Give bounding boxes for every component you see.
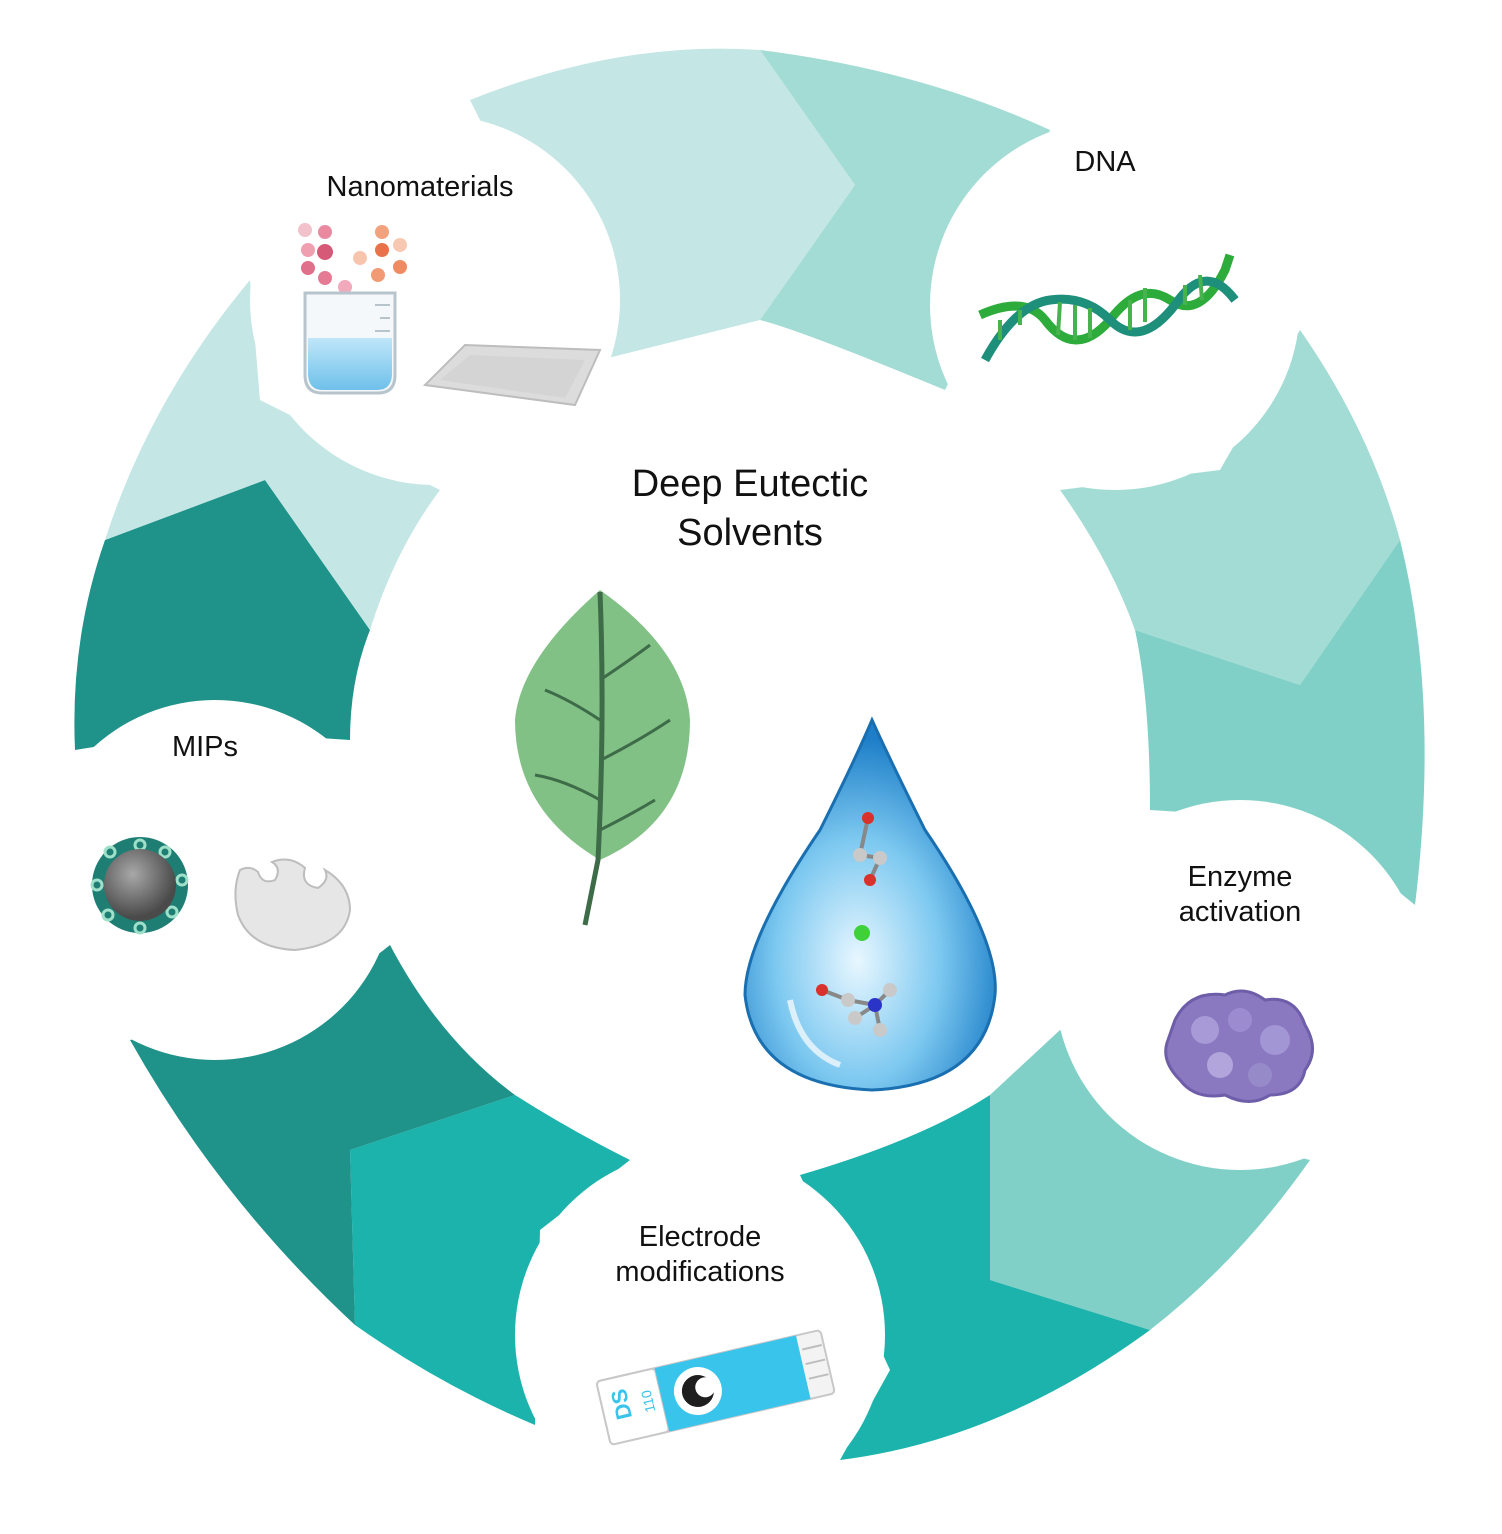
ring-segment-upper-left	[105, 280, 440, 630]
ring-segment-bottom-left	[350, 1095, 630, 1425]
enzyme-protein-icon	[1164, 989, 1314, 1103]
dna-label: DNA	[1074, 146, 1136, 178]
electrode-strip-icon: DS 110	[595, 1329, 836, 1446]
enzyme-circle	[1055, 800, 1425, 1170]
enzyme-label: Enzyme activation	[1140, 860, 1340, 930]
electrode-strip-number: 110	[638, 1388, 659, 1414]
electrode-label: Electrode modifications	[580, 1220, 820, 1290]
ring-segment-right-upper	[1060, 330, 1400, 685]
electrode-circle	[515, 1150, 885, 1520]
ring-segment-left	[74, 480, 370, 750]
center-title-line2: Solvents	[677, 512, 823, 555]
mips-label: MIPs	[171, 731, 239, 763]
ring-segment-bottom-center	[800, 1095, 1150, 1460]
enzyme-label-line2: activation	[1178, 895, 1302, 928]
node-circles	[35, 115, 1425, 1520]
water-drop-icon	[743, 716, 997, 1092]
nanomaterials-label: Nanomaterials	[326, 171, 514, 203]
beaker-icon	[303, 291, 397, 395]
polymer-bead-icon	[90, 837, 189, 935]
electrode-label-line2: modifications	[615, 1255, 785, 1288]
molecule-icon	[816, 812, 897, 1037]
mips-circle	[35, 700, 395, 1060]
center-title: Deep Eutectic Solvents	[580, 460, 920, 559]
ring-segment-bottom-right	[990, 1030, 1310, 1330]
dna-circle	[930, 120, 1300, 490]
ring-segment-right	[1135, 540, 1425, 905]
leaf-icon	[515, 590, 690, 926]
enzyme-label-line1: Enzyme	[1187, 861, 1293, 893]
electrode-label-line1: Electrode	[638, 1221, 762, 1253]
nanosheet-icon	[422, 343, 602, 407]
center-title-line1: Deep Eutectic	[631, 463, 869, 505]
dna-helix-icon	[978, 253, 1239, 363]
imprinted-cavity-icon	[234, 858, 352, 952]
